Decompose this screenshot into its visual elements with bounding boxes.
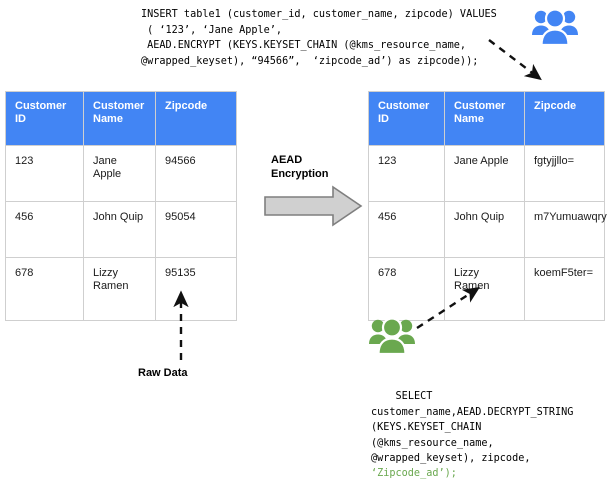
column-header-zipcode: Zipcode xyxy=(155,91,237,146)
table-row: 456 John Quip m7Yumuawqry xyxy=(368,201,607,258)
cell-customer-name: Lizzy Ramen xyxy=(83,257,156,321)
cell-customer-name: Jane Apple xyxy=(83,145,156,202)
cell-customer-id: 678 xyxy=(368,257,445,321)
block-arrow-right-icon xyxy=(263,185,363,227)
cell-customer-id: 123 xyxy=(368,145,445,202)
cell-zipcode: 95135 xyxy=(155,257,237,321)
table-row: 456 John Quip 95054 xyxy=(5,201,237,258)
header-line-1: Zipcode xyxy=(165,100,208,112)
raw-data-label: Raw Data xyxy=(138,367,188,379)
cell-customer-name: John Quip xyxy=(83,201,156,258)
cell-customer-name: John Quip xyxy=(444,201,525,258)
people-group-icon-green xyxy=(368,313,416,356)
aead-encryption-label: AEAD Encryption xyxy=(271,154,329,180)
cell-customer-id: 678 xyxy=(5,257,84,321)
people-group-icon-blue xyxy=(531,4,579,47)
header-line-2: ID xyxy=(378,113,389,125)
cell-customer-id: 456 xyxy=(5,201,84,258)
diagram-canvas: INSERT table1 (customer_id, customer_nam… xyxy=(5,4,607,479)
cell-customer-name: Jane Apple xyxy=(444,145,525,202)
table-row: 123 Jane Apple 94566 xyxy=(5,145,237,202)
cell-zipcode: m7Yumuawqry xyxy=(524,201,607,258)
header-line-1: Customer xyxy=(15,100,67,112)
header-line-1: Customer xyxy=(93,100,145,112)
select-sql-statement: SELECT customer_name,AEAD.DECRYPT_STRING… xyxy=(371,374,573,497)
cell-customer-id: 123 xyxy=(5,145,84,202)
table-row: 123 Jane Apple fgtyjjllo= xyxy=(368,145,605,202)
cell-zipcode: 94566 xyxy=(155,145,237,202)
select-sql-body: SELECT customer_name,AEAD.DECRYPT_STRING… xyxy=(371,391,574,465)
header-line-2: ID xyxy=(15,113,26,125)
cell-customer-name: Lizzy Ramen xyxy=(444,257,525,321)
column-header-zipcode: Zipcode xyxy=(524,91,605,146)
insert-sql-statement: INSERT table1 (customer_id, customer_nam… xyxy=(141,9,497,67)
cell-zipcode: fgtyjjllo= xyxy=(524,145,605,202)
header-line-2: Name xyxy=(454,113,484,125)
cell-zipcode: 95054 xyxy=(155,201,237,258)
cell-customer-id: 456 xyxy=(368,201,445,258)
header-line-1: Zipcode xyxy=(534,100,577,112)
cell-zipcode: koemF5ter= xyxy=(524,257,605,321)
header-line-1: Customer xyxy=(454,100,506,112)
select-sql-highlighted-line: ‘Zipcode_ad’); xyxy=(371,468,457,480)
table-row: 678 Lizzy Ramen 95135 xyxy=(5,257,237,321)
header-line-1: Customer xyxy=(378,100,430,112)
insert-dashed-arrow-icon xyxy=(487,38,549,86)
select-dashed-arrow-icon xyxy=(415,284,487,330)
table-row: 678 Lizzy Ramen koemF5ter= xyxy=(368,257,605,321)
header-line-2: Name xyxy=(93,113,123,125)
raw-data-dashed-arrow-up-icon xyxy=(168,290,194,362)
